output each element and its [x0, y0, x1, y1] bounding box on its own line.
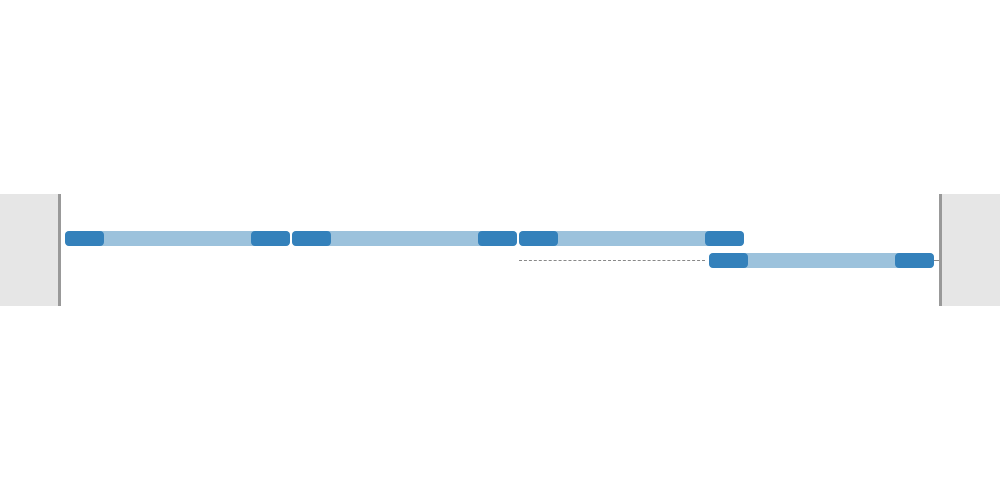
wall-connector [934, 260, 939, 261]
segment-1 [65, 231, 290, 246]
segment-4 [709, 253, 934, 268]
segment-end-cap [251, 231, 290, 246]
dashed-connector [519, 260, 705, 261]
segment-end-cap [895, 253, 934, 268]
segment-end-cap [478, 231, 517, 246]
segment-start-cap [519, 231, 558, 246]
segment-3 [519, 231, 744, 246]
segment-start-cap [709, 253, 748, 268]
segment-start-cap [292, 231, 331, 246]
segment-end-cap [705, 231, 744, 246]
left-wall [0, 194, 61, 306]
segment-start-cap [65, 231, 104, 246]
segment-2 [292, 231, 517, 246]
right-wall [939, 194, 1000, 306]
